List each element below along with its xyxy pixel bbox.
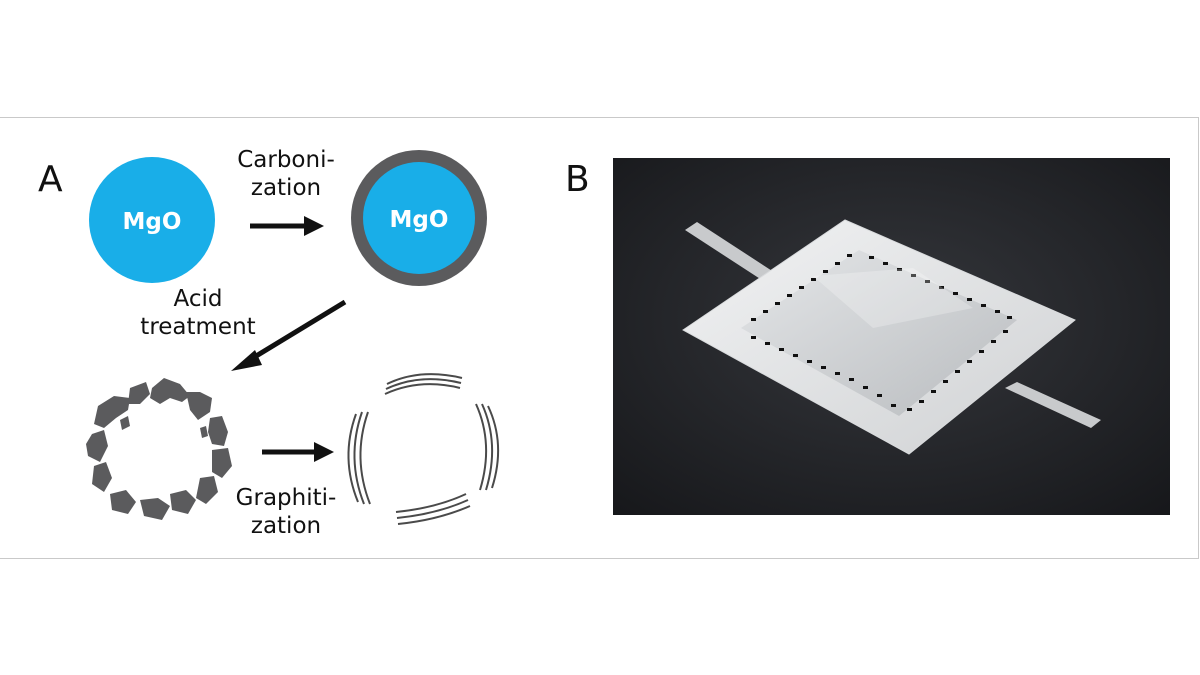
mgo-coated-text: MgO	[390, 207, 449, 233]
acid-treatment-line-1: Acid	[173, 286, 223, 312]
pouch-cell-illustration	[613, 158, 1170, 515]
mgo-bare-text: MgO	[123, 209, 182, 235]
graphitization-line-1: Graphiti-	[235, 485, 337, 511]
pouch-tab-right	[1005, 382, 1101, 428]
acid-treatment-label: Acid treatment	[128, 285, 268, 341]
graphitization-label: Graphiti- zation	[222, 484, 350, 540]
pouch-seal-marks	[751, 254, 1012, 411]
carbonization-line-1: Carboni-	[237, 147, 335, 173]
panel-a-label: A	[38, 159, 63, 200]
graphitization-line-2: zation	[250, 513, 322, 539]
graphitization-arrow	[262, 442, 334, 462]
graphitized-shell	[347, 373, 500, 525]
pouch-cell-photo	[613, 158, 1170, 515]
acid-treatment-line-2: treatment	[140, 314, 256, 340]
fragmented-carbon-shell	[86, 378, 232, 520]
carbonization-arrow	[250, 216, 324, 236]
mgo-particle-coated: MgO	[351, 150, 487, 286]
panel-b-label: B	[565, 159, 590, 200]
acid-treatment-arrow	[231, 299, 347, 371]
carbonization-line-2: zation	[250, 175, 322, 201]
mgo-particle-bare: MgO	[89, 157, 215, 283]
carbonization-label: Carboni- zation	[222, 146, 350, 202]
pouch-tab-left	[685, 222, 783, 286]
pouch-inner	[741, 250, 1017, 416]
